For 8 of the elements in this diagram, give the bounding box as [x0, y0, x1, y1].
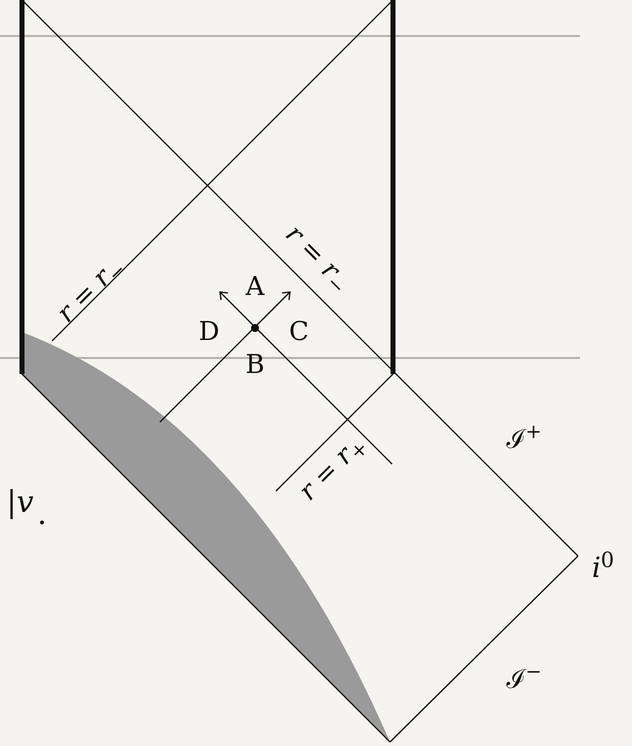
- math-label: C: [289, 319, 309, 345]
- math-label: B: [245, 352, 265, 378]
- math-label: ℐ$^{+}$: [506, 427, 542, 453]
- math-label: A: [246, 274, 264, 300]
- math-label: .: [37, 500, 47, 530]
- math-label: |v: [6, 488, 34, 518]
- math-label: D: [198, 319, 220, 345]
- math-label: ℐ$^{−}$: [506, 667, 542, 693]
